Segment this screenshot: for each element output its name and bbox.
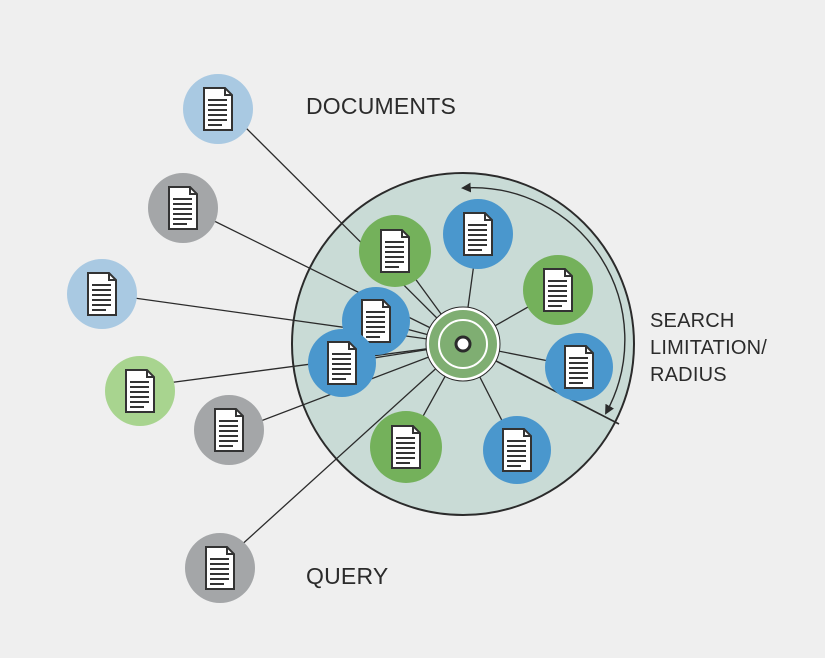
document-node	[67, 259, 137, 329]
search-radius-label-line-1: SEARCH	[650, 310, 735, 332]
document-node	[483, 416, 551, 484]
document-icon	[463, 212, 493, 256]
document-icon	[203, 87, 233, 131]
document-icon	[391, 425, 421, 469]
document-icon	[380, 229, 410, 273]
query-center	[425, 306, 501, 382]
connector-line	[237, 119, 464, 345]
search-radius-label: SEARCH LIMITATION/ RADIUS	[650, 308, 820, 389]
document-node	[183, 74, 253, 144]
connector-line	[199, 213, 464, 345]
document-icon	[168, 186, 198, 230]
document-node	[443, 199, 513, 269]
document-icon	[502, 428, 532, 472]
document-node	[308, 329, 376, 397]
document-node	[148, 173, 218, 243]
document-icon	[214, 408, 244, 452]
search-radius-label-line-3: RADIUS	[650, 364, 727, 386]
document-icon	[125, 369, 155, 413]
document-node	[523, 255, 593, 325]
document-node	[545, 333, 613, 401]
arc-arrow-icon	[461, 182, 626, 415]
query-icon	[454, 335, 472, 353]
document-icon	[87, 272, 117, 316]
document-icon	[543, 268, 573, 312]
document-node	[185, 533, 255, 603]
document-icon	[361, 299, 391, 343]
inside-documents	[308, 199, 613, 484]
document-icon	[327, 341, 357, 385]
query-label: QUERY	[306, 563, 389, 589]
document-node	[359, 215, 431, 287]
document-node	[105, 356, 175, 426]
document-node	[194, 395, 264, 465]
document-node	[370, 411, 442, 483]
document-icon	[564, 345, 594, 389]
connector-line	[237, 343, 464, 549]
search-radius-label-line-2: LIMITATION/	[650, 337, 768, 359]
document-icon	[205, 546, 235, 590]
outside-documents	[67, 74, 264, 603]
documents-label: DOCUMENTS	[306, 93, 457, 119]
